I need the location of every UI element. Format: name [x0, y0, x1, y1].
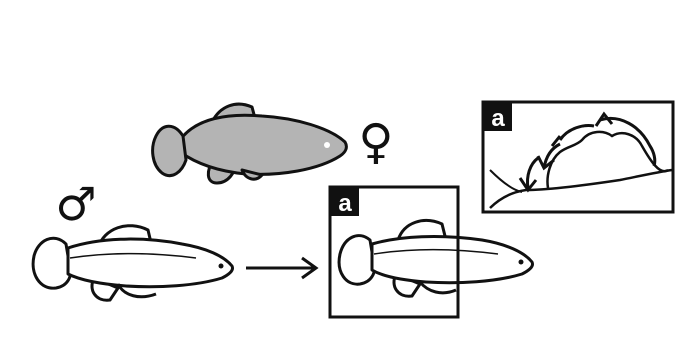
- male-fish-tail: [33, 238, 70, 288]
- female-fish-body: [180, 115, 346, 174]
- female-fish: [153, 104, 347, 183]
- detail-panel-label: a: [491, 105, 505, 132]
- right-arrow: [246, 258, 316, 278]
- male-fish-body: [68, 239, 233, 287]
- male-symbol: ♂: [55, 177, 96, 231]
- male-fish: [33, 226, 232, 301]
- zoom-fish-tail: [339, 236, 374, 285]
- zoom-fish-body: [372, 237, 533, 283]
- male-fish-eye: [219, 264, 224, 269]
- female-fish-eye: [324, 142, 330, 148]
- zoom-panel-label: a: [338, 190, 352, 217]
- zoom-fish-eye: [519, 260, 524, 265]
- female-fish-tail: [153, 126, 186, 175]
- detail-panel: a: [483, 102, 673, 212]
- female-symbol: ♀: [358, 114, 393, 170]
